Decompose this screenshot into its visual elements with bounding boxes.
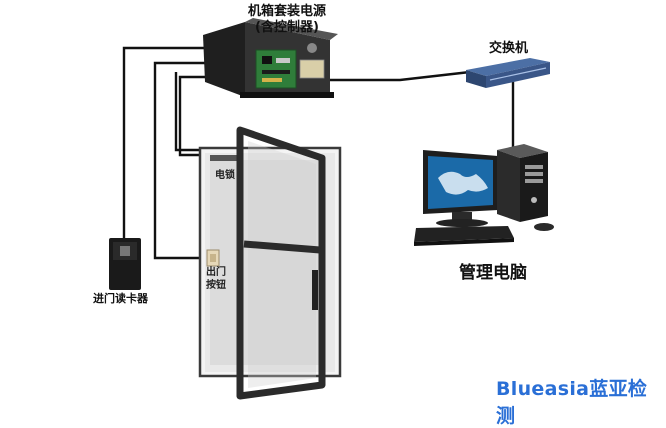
exit-label-line2: 按钮 [206, 280, 226, 291]
psu-label-line1: 机箱套装电源 [247, 4, 326, 19]
door-assembly [198, 126, 342, 400]
card-reader-label: 进门读卡器 [93, 292, 148, 305]
wire-psu-switch [330, 70, 471, 82]
wire-exit-psu [153, 61, 210, 260]
psu-controller-label: 机箱套装电源 (含控制器) [232, 4, 342, 36]
card-reader [109, 238, 141, 290]
electric-lock-label: 电锁 [215, 170, 235, 181]
brand-watermark: Blueasia蓝亚检测 [496, 378, 648, 427]
diagram-graphics [109, 18, 554, 400]
switch-label: 交换机 [489, 41, 529, 56]
wire-lock-psu-1 [178, 75, 214, 157]
exit-label-line1: 出门 [206, 267, 226, 278]
management-pc [414, 144, 554, 246]
wiring [122, 46, 515, 260]
psu-label-line2: (含控制器) [255, 20, 319, 35]
pc-label: 管理电脑 [459, 263, 527, 283]
psu-controller-box [203, 18, 338, 98]
wire-lock-psu-2 [174, 72, 205, 152]
wire-reader-psu [122, 46, 205, 236]
network-switch [466, 58, 550, 88]
exit-button-label: 出门 按钮 [206, 266, 226, 292]
access-control-diagram: 机箱套装电源 (含控制器) 交换机 管理电脑 进门读卡器 电锁 出门 按钮 Bl… [93, 4, 647, 427]
